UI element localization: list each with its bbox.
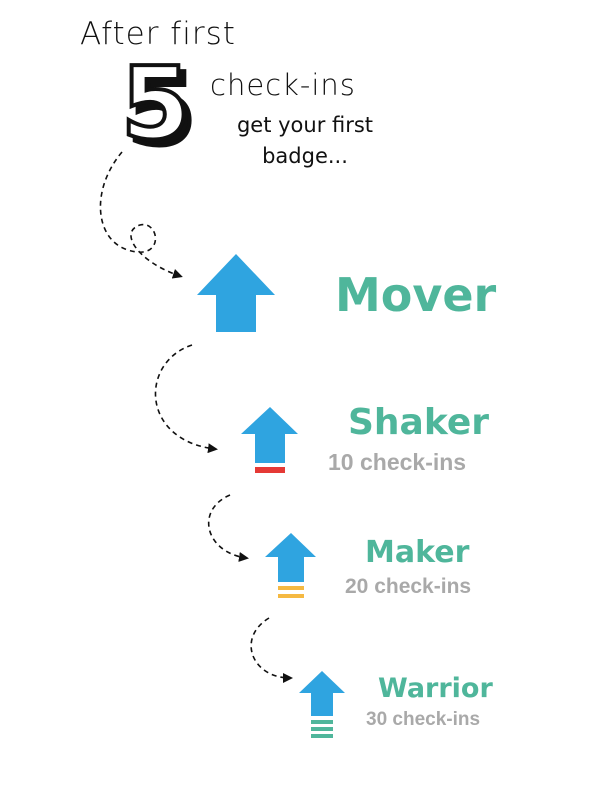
badge-stripe-green <box>311 734 333 738</box>
heading-check-ins: check-ins <box>210 68 356 102</box>
up-arrow-icon <box>265 533 316 582</box>
big-number-five-front: 5 <box>121 58 191 153</box>
big-number-five: 5 5 <box>119 58 199 153</box>
badge-name-maker: Maker <box>365 535 470 570</box>
up-arrow-icon <box>197 254 275 332</box>
badge-stripe-red <box>255 467 285 473</box>
badge-count-warrior: 30 check-ins <box>366 709 481 730</box>
badge-count-shaker: 10 check-ins <box>328 449 467 475</box>
badge-stripe-yellow <box>278 586 304 590</box>
dashed-curve-arrow-icon <box>250 617 293 683</box>
dashed-curve-arrow-icon <box>99 151 183 279</box>
dashed-curve-arrow-icon <box>154 344 218 454</box>
subheading-line1: get your first <box>236 113 374 137</box>
big-number-five-shadow: 5 <box>127 58 197 153</box>
up-arrow-icon <box>241 407 298 463</box>
badge-name-mover: Mover <box>335 268 497 322</box>
heading-after-first: After first <box>80 16 236 52</box>
badge-stripe-green <box>311 727 333 731</box>
up-arrow-icon <box>299 671 345 716</box>
badge-name-shaker: Shaker <box>348 402 489 443</box>
dashed-curve-arrow-icon <box>207 494 249 562</box>
badge-name-warrior: Warrior <box>378 673 493 704</box>
badge-stripe-green <box>311 720 333 724</box>
badge-count-maker: 20 check-ins <box>345 575 472 598</box>
subheading-line2: badge... <box>262 144 348 168</box>
badge-stripe-yellow <box>278 594 304 598</box>
